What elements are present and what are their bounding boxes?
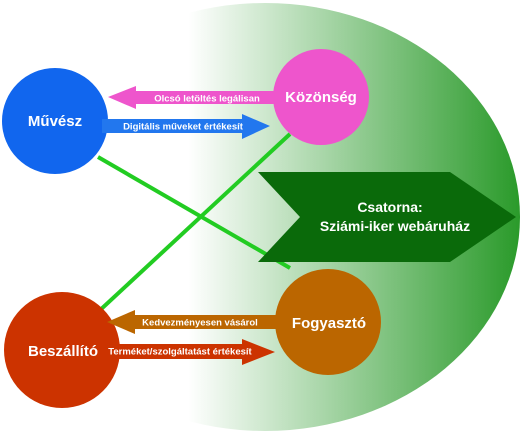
channel-label-line1: Csatorna: [357,199,422,215]
arrow-digital-sale-label: Digitális műveket értékesít [123,122,244,133]
artist-label: Művész [28,113,82,130]
arrow-discount-buy-label: Kedvezményesen vásárol [142,318,258,329]
arrow-discount-buy [107,310,282,334]
arrow-cheap-download [108,86,278,109]
supplier-label: Beszállító [28,343,98,360]
arrow-rate-products-label: Terméket/szolgáltatást értékesít [108,347,252,358]
audience-label: Közönség [285,89,357,106]
arrow-cheap-download-label: Olcsó letöltés legálisan [154,94,260,105]
consumer-label: Fogyasztó [292,315,366,332]
consumer-node [275,269,381,375]
channel-label-line2: Sziámi-iker webáruház [320,218,470,234]
connector-supplier-audience [96,132,292,314]
supplier-node [4,292,120,408]
arrow-rate-products [110,339,275,365]
channel-arrow [258,172,516,262]
audience-node [273,49,369,145]
artist-node [2,68,108,174]
arrow-digital-sale [102,114,270,139]
connector-artist-consumer [96,155,292,270]
